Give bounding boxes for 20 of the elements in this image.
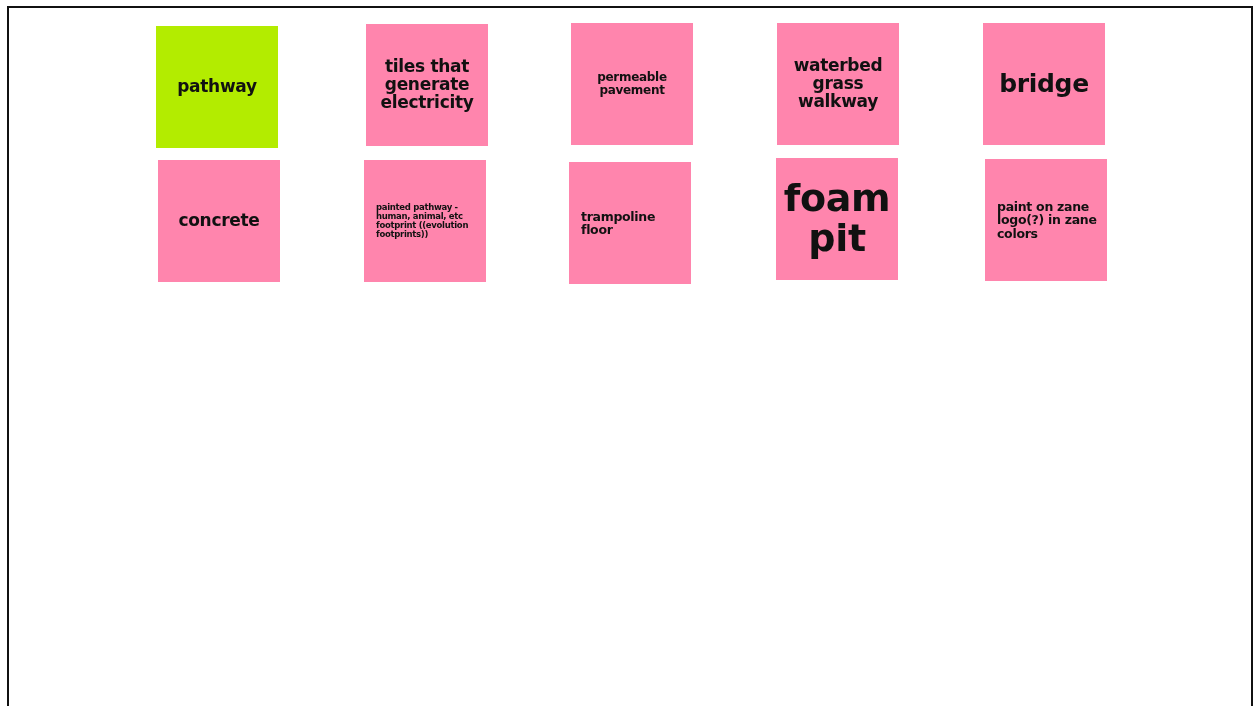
sticky-note (985, 159, 1107, 281)
note-text: permeable pavement (596, 71, 668, 97)
note-text: pathway (177, 78, 257, 96)
sticky-note (777, 23, 899, 145)
sticky-note (158, 160, 280, 282)
note-text: painted pathway - human, animal, etc footprint ((evolution footprints)) (376, 203, 470, 239)
note-text: concrete (178, 212, 260, 230)
sticky-note (569, 162, 691, 284)
note-text: waterbed grass walkway (792, 57, 884, 111)
note-text: paint on zane logo(?) in zane colors (997, 200, 1098, 240)
sticky-note (571, 23, 693, 145)
sticky-note (983, 23, 1105, 145)
note-text: trampoline floor (581, 209, 657, 237)
sticky-note (156, 26, 278, 148)
sticky-note (364, 160, 486, 282)
note-text: bridge (999, 70, 1089, 98)
sticky-note (776, 158, 898, 280)
note-text: foam pit (782, 179, 892, 259)
note-text: tiles that generate electricity (379, 58, 475, 112)
sticky-note (366, 24, 488, 146)
